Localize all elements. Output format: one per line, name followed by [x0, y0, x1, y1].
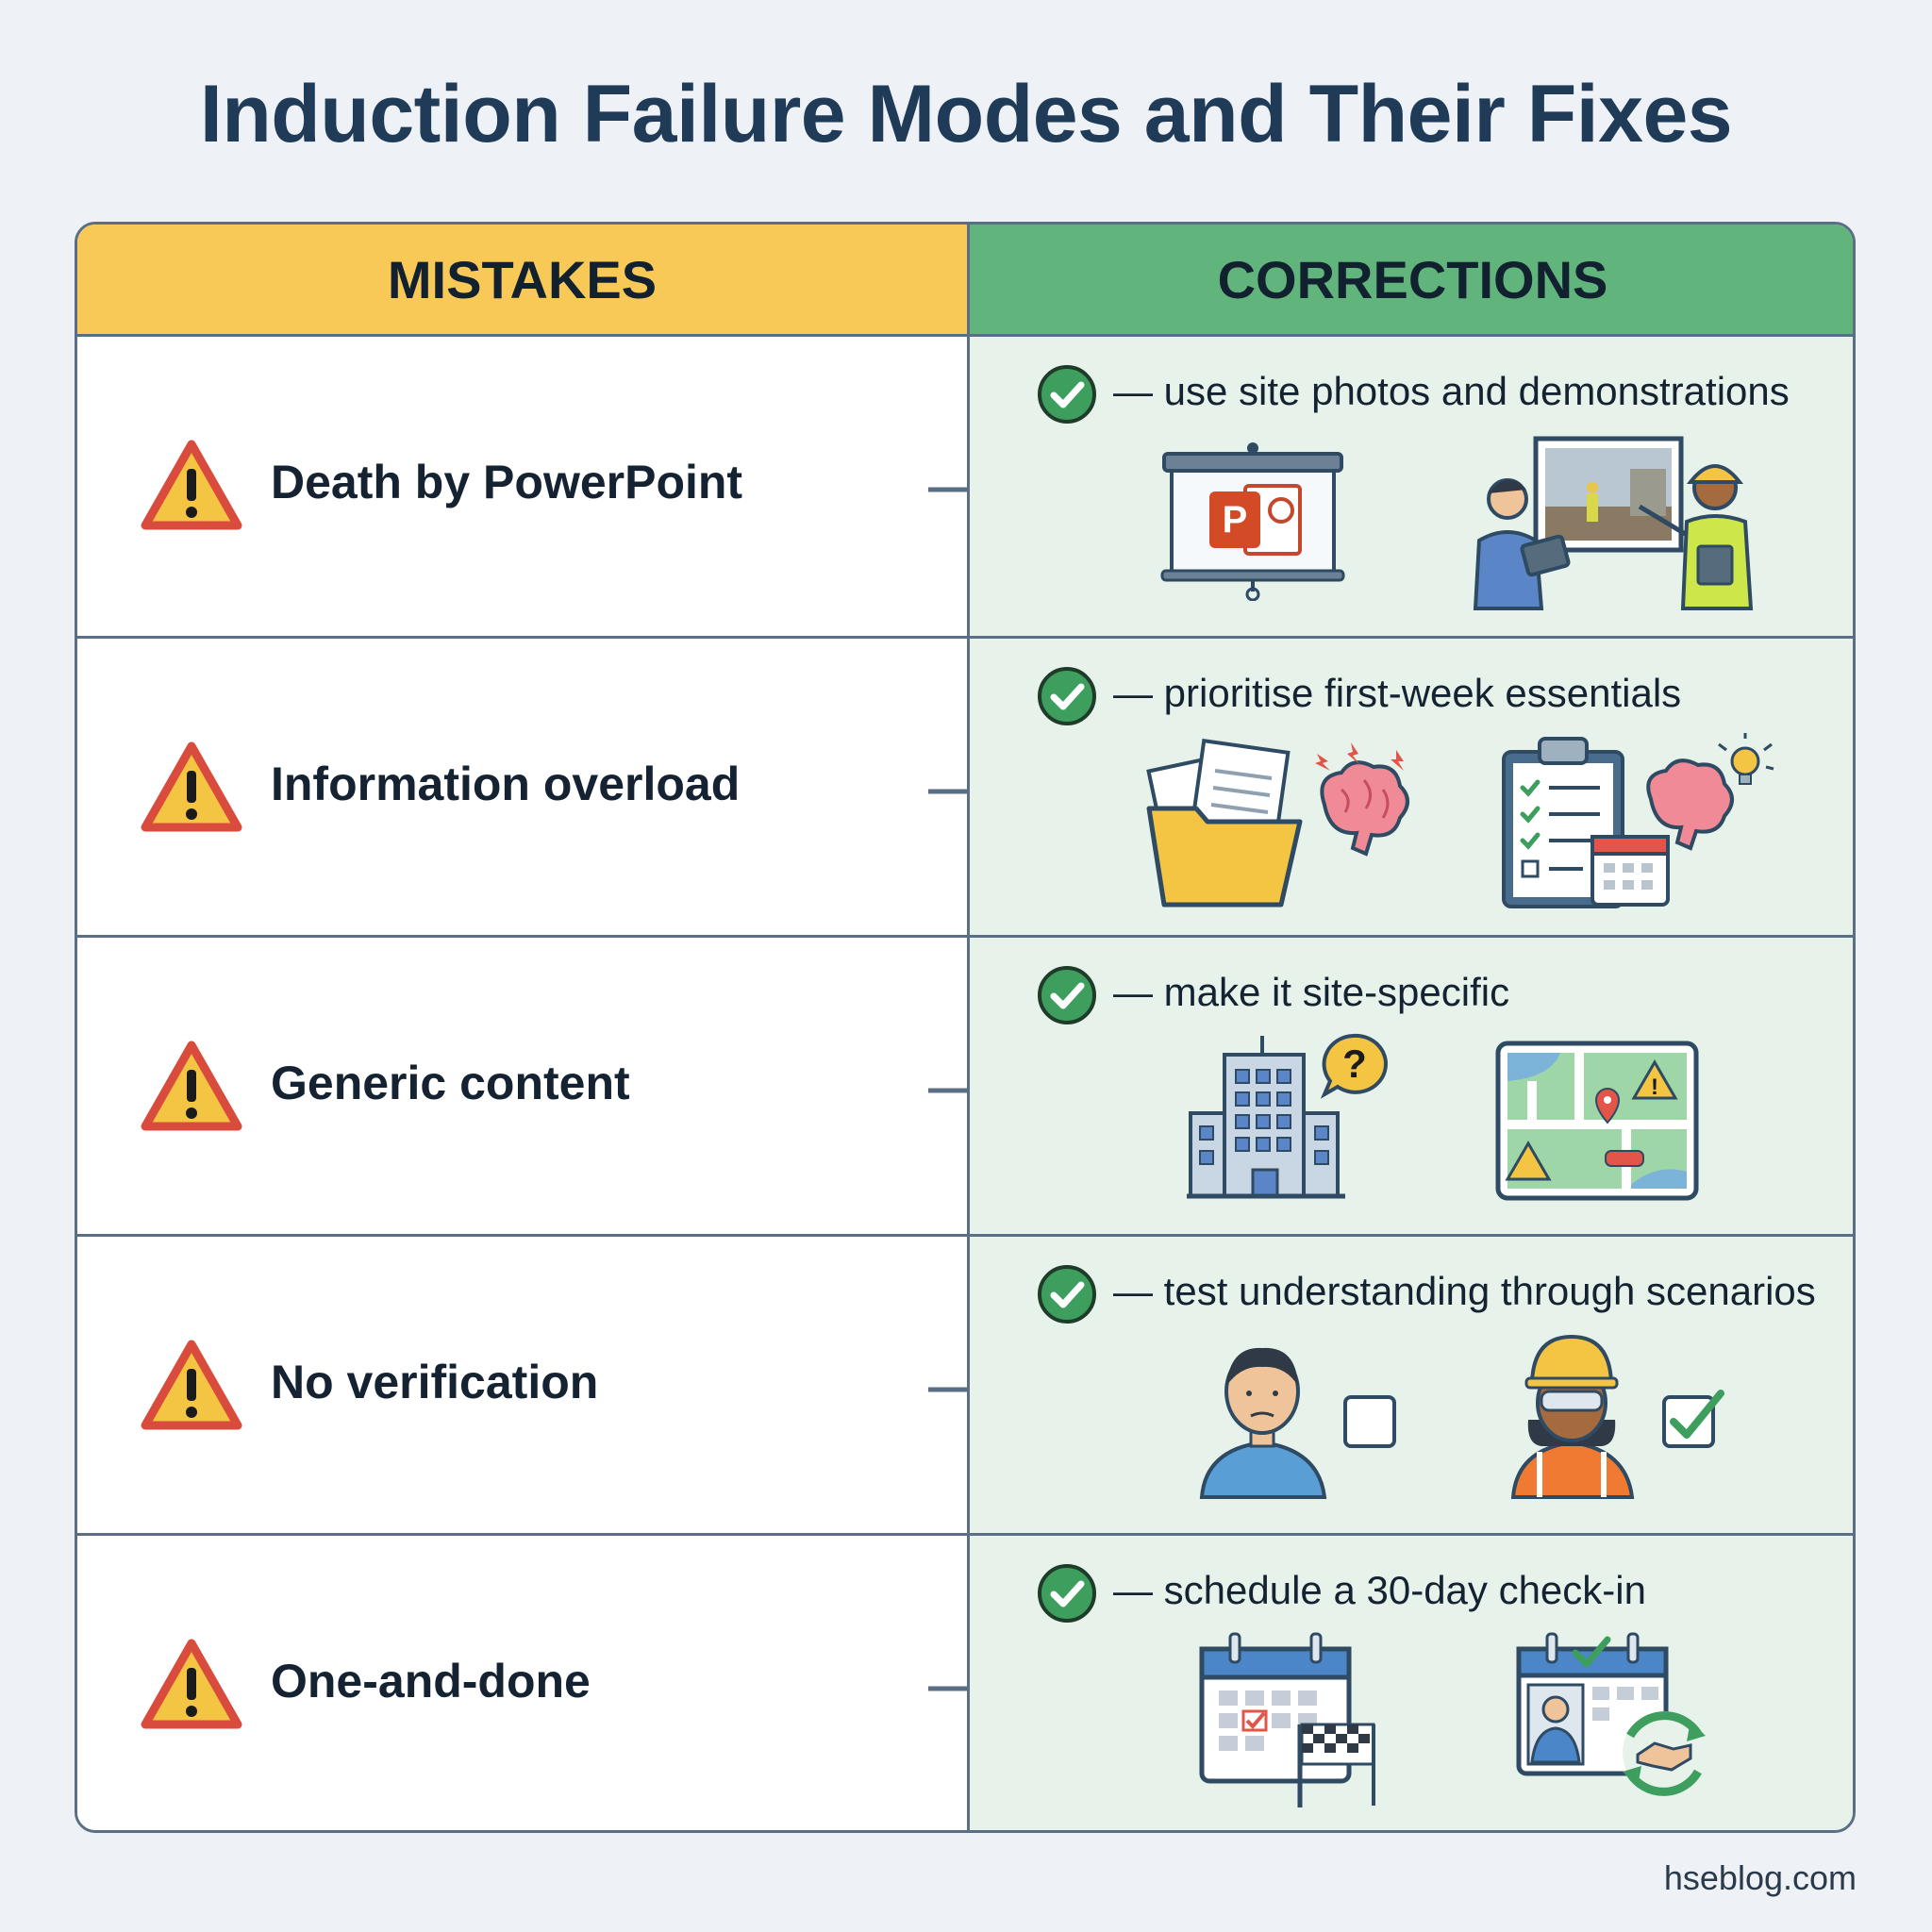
mistake-label: No verification	[271, 1356, 599, 1408]
page-title: Induction Failure Modes and Their Fixes	[199, 69, 1733, 159]
check-circle-icon	[1038, 1564, 1096, 1623]
calendar-finish-flag-icon	[1199, 1632, 1375, 1807]
correction-cell: — use site photos and demonstrations P	[967, 337, 1853, 636]
mistake-cell: Death by PowerPoint	[77, 337, 1010, 636]
correction-label: — use site photos and demonstrations	[1113, 369, 1790, 413]
person-empty-checkbox-icon	[1199, 1347, 1396, 1499]
correction-label: — test understanding through scenarios	[1113, 1269, 1816, 1313]
warning-icon	[141, 741, 242, 832]
presentation-screen-icon: P	[1160, 442, 1345, 601]
table-row: Information overload — prioritise first-…	[77, 636, 1853, 935]
mistakes-header: MISTAKES	[77, 225, 967, 337]
worker-checked-checkbox-icon	[1510, 1334, 1724, 1499]
corrections-header: CORRECTIONS	[967, 225, 1853, 337]
comparison-table: MISTAKES CORRECTIONS Death by PowerPoint…	[75, 222, 1856, 1833]
site-photo-demonstration-icon	[1473, 436, 1754, 610]
warning-icon	[141, 1639, 242, 1729]
check-circle-icon	[1038, 365, 1096, 424]
svg-text:P: P	[1223, 499, 1248, 541]
office-building-question-icon: ?	[1187, 1033, 1388, 1199]
table-row: No verification — test understanding thr…	[77, 1234, 1853, 1533]
table-row: Death by PowerPoint — use site photos an…	[77, 337, 1853, 636]
svg-text:?: ?	[1342, 1041, 1367, 1086]
mistake-label: Information overload	[271, 758, 741, 810]
correction-label: — schedule a 30-day check-in	[1113, 1568, 1646, 1612]
table-row: Generic content — make it site-specific	[77, 935, 1853, 1234]
mistake-label: Generic content	[271, 1057, 630, 1109]
warning-icon	[141, 1340, 242, 1430]
site-map-hazard-icon: !	[1495, 1041, 1699, 1201]
mistake-cell: No verification	[77, 1237, 1010, 1533]
svg-text:!: !	[1651, 1074, 1658, 1100]
checklist-calendar-brain-icon	[1502, 733, 1774, 908]
correction-label: — make it site-specific	[1113, 970, 1510, 1014]
overloaded-folder-brain-icon	[1146, 739, 1409, 908]
mistake-cell: Information overload	[77, 639, 1010, 935]
table-row: One-and-done — schedule a 30-day check-i…	[77, 1533, 1853, 1830]
check-circle-icon	[1038, 1265, 1096, 1324]
warning-icon	[141, 1041, 242, 1131]
mistake-label: One-and-done	[271, 1655, 591, 1707]
check-circle-icon	[1038, 966, 1096, 1024]
correction-cell: — test understanding through scenarios	[967, 1237, 1853, 1533]
correction-cell: — make it site-specific ?	[967, 938, 1853, 1234]
mistake-cell: Generic content	[77, 938, 1010, 1234]
correction-label: — prioritise first-week essentials	[1113, 671, 1682, 715]
correction-cell: — prioritise first-week essentials	[967, 639, 1853, 935]
correction-cell: — schedule a 30-day check-in	[967, 1536, 1853, 1830]
calendar-handshake-cycle-icon	[1516, 1632, 1706, 1796]
mistake-cell: One-and-done	[77, 1536, 1010, 1830]
check-circle-icon	[1038, 667, 1096, 725]
warning-icon	[141, 440, 242, 530]
footer-watermark[interactable]: hseblog.com	[1663, 1858, 1857, 1897]
mistake-label: Death by PowerPoint	[271, 456, 743, 508]
